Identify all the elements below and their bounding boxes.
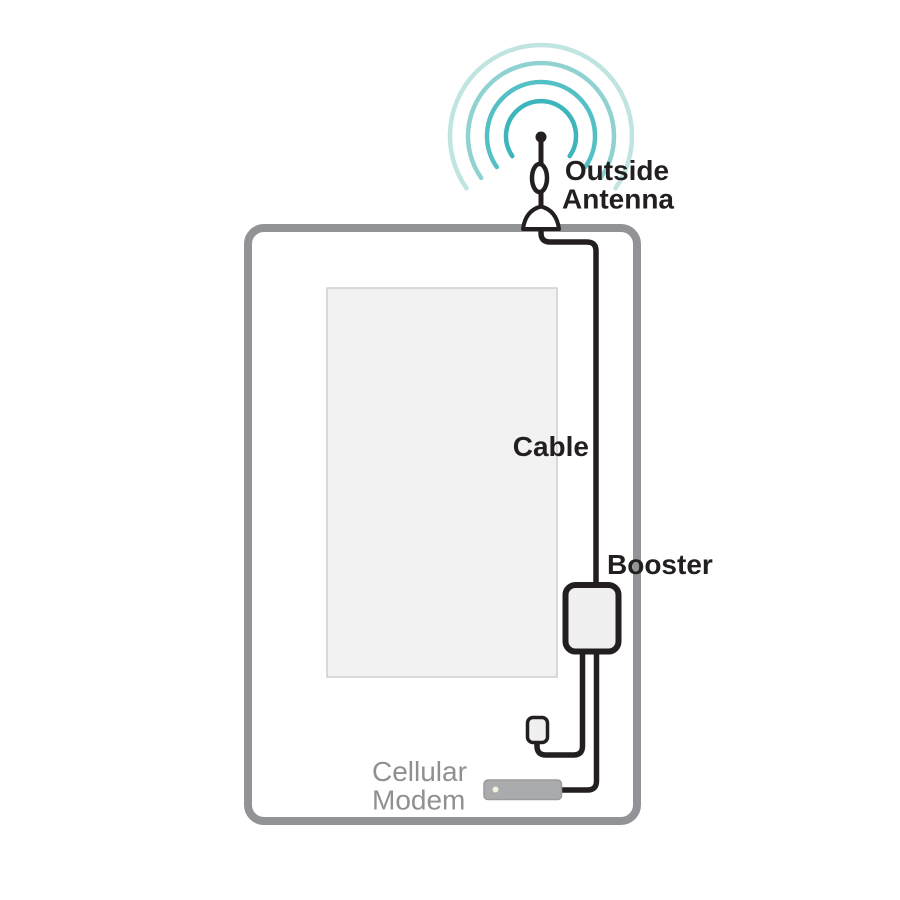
inside-antenna-device [525, 715, 550, 745]
booster-box [562, 582, 622, 655]
signal-wave-arc-outer [447, 42, 635, 191]
antenna-coil [529, 161, 550, 195]
signal-wave-arc-2 [484, 79, 598, 170]
cable-label: Cable [513, 431, 589, 462]
modem-body [483, 779, 563, 801]
cable-booster-to-inside-antenna [534, 648, 586, 758]
outside-antenna-label-line2: Antenna [562, 184, 674, 215]
cellular-modem-label-line2: Modem [372, 785, 465, 816]
antenna-tip [535, 131, 547, 143]
signal-waves [447, 42, 635, 191]
booster-label: Booster [607, 549, 713, 580]
signal-wave-arc-3 [465, 60, 617, 181]
cable-antenna-to-booster [538, 220, 599, 586]
outside-antenna-label-line1: Outside [565, 155, 669, 186]
signal-wave-arc-inner [503, 98, 579, 159]
cellular-modem-label-line1: Cellular [372, 756, 467, 787]
cellular-modem-device [483, 779, 563, 801]
interior-window [326, 287, 558, 678]
cable-booster-to-modem [560, 648, 600, 793]
building-outline [244, 224, 641, 825]
antenna-base-mount [521, 204, 561, 231]
modem-led [492, 786, 499, 793]
outside-antenna-icon [521, 131, 561, 231]
